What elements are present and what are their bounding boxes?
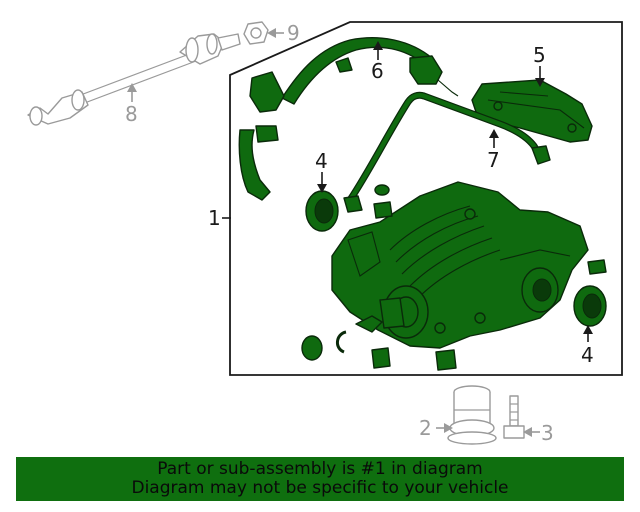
seal-right-illustration[interactable] bbox=[573, 285, 607, 327]
callout-7[interactable]: 7 bbox=[487, 148, 500, 172]
callout-8[interactable]: 8 bbox=[125, 102, 138, 126]
notice-line-2: Diagram may not be specific to your vehi… bbox=[131, 478, 509, 498]
control-module-illustration[interactable] bbox=[471, 79, 593, 143]
leader-7 bbox=[489, 129, 499, 148]
seal-left-illustration[interactable] bbox=[305, 190, 339, 232]
leader-4a bbox=[317, 172, 327, 193]
plug-set-illustration[interactable] bbox=[301, 184, 607, 371]
leader-3 bbox=[523, 427, 540, 437]
callout-6[interactable]: 6 bbox=[371, 59, 384, 83]
mount-bushing-illustration[interactable] bbox=[447, 385, 497, 445]
leader-9 bbox=[267, 28, 284, 38]
leader-5 bbox=[535, 66, 545, 87]
notice-banner: Part or sub-assembly is #1 in diagram Di… bbox=[16, 457, 624, 501]
callout-4-upper[interactable]: 4 bbox=[315, 149, 328, 173]
callout-4-lower[interactable]: 4 bbox=[581, 343, 594, 367]
leader-6 bbox=[373, 41, 383, 60]
callout-3[interactable]: 3 bbox=[541, 421, 554, 445]
callout-9[interactable]: 9 bbox=[287, 21, 300, 45]
notice-line-1: Part or sub-assembly is #1 in diagram bbox=[157, 459, 483, 479]
bolt-illustration[interactable] bbox=[503, 395, 525, 439]
assembly-outline bbox=[229, 21, 623, 376]
axle-nut-illustration[interactable] bbox=[243, 21, 269, 45]
callout-1[interactable]: 1 bbox=[208, 206, 221, 230]
leader-2 bbox=[436, 423, 453, 433]
vent-tube-illustration[interactable] bbox=[343, 91, 551, 213]
callout-5[interactable]: 5 bbox=[533, 43, 546, 67]
vent-hose-illustration[interactable] bbox=[238, 37, 459, 201]
callout-2[interactable]: 2 bbox=[419, 416, 432, 440]
leader-8 bbox=[127, 83, 137, 102]
axle-shaft-illustration[interactable] bbox=[27, 33, 241, 126]
differential-assembly-illustration[interactable] bbox=[331, 181, 589, 349]
leader-4b bbox=[583, 325, 593, 342]
